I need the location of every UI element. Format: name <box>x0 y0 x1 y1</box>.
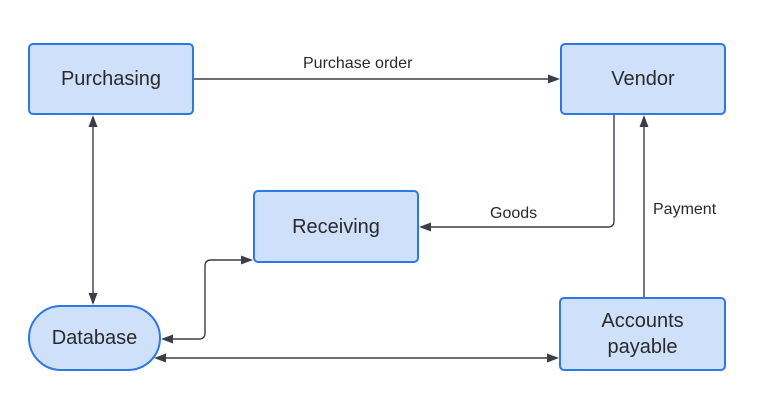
node-vendor[interactable]: Vendor <box>560 43 726 115</box>
edge-purchase-order[interactable] <box>194 74 560 84</box>
node-receiving[interactable]: Receiving <box>253 190 419 263</box>
edge-goods[interactable] <box>419 115 615 232</box>
edge-label-purchase-order: Purchase order <box>303 55 413 72</box>
edge-label-payment: Payment <box>653 201 717 218</box>
node-accounts-payable-line2: payable <box>607 336 678 358</box>
edge-database-accounts-payable[interactable] <box>154 353 559 363</box>
edge-purchasing-database[interactable] <box>88 115 98 305</box>
node-database-label: Database <box>51 327 138 349</box>
edge-label-goods: Goods <box>490 205 538 222</box>
edge-database-receiving[interactable] <box>161 255 253 344</box>
node-accounts-payable-line1: Accounts <box>601 310 684 332</box>
node-receiving-label: Receiving <box>292 215 380 238</box>
node-database[interactable]: Database <box>28 305 161 371</box>
node-vendor-label: Vendor <box>611 68 675 90</box>
node-accounts-payable[interactable]: Accounts payable <box>559 297 726 371</box>
node-purchasing[interactable]: Purchasing <box>28 43 194 115</box>
edge-payment[interactable] <box>639 115 649 297</box>
node-purchasing-label: Purchasing <box>60 68 162 90</box>
